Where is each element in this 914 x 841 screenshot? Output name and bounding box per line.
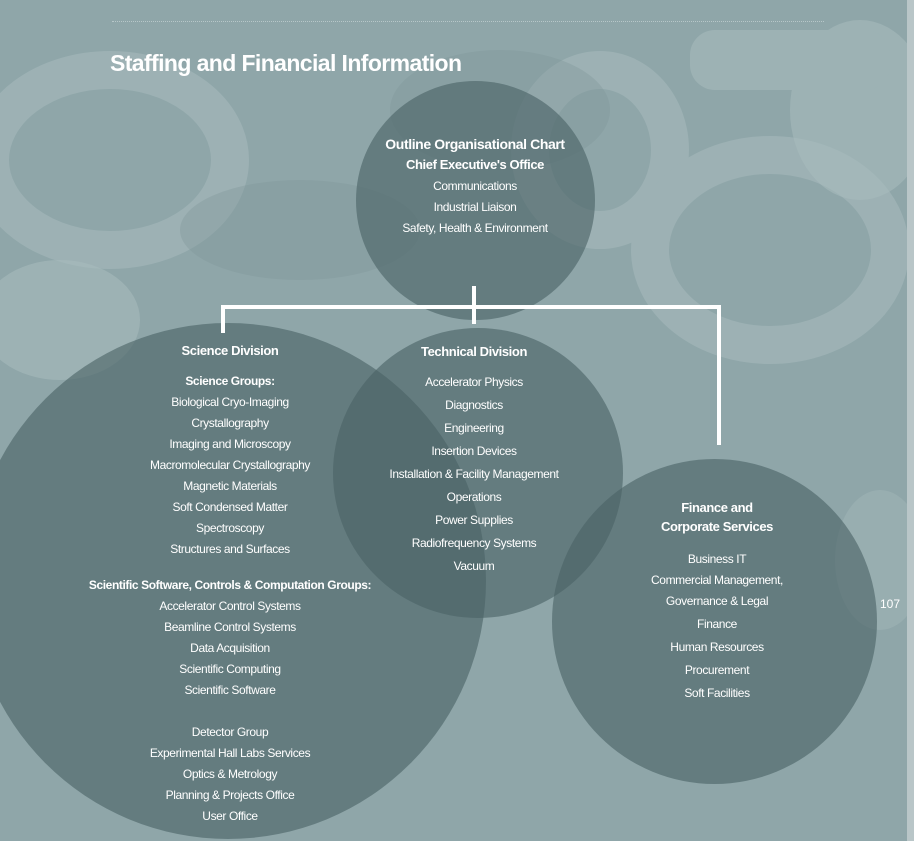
connector-horizontal — [221, 305, 721, 309]
finance-unit: Human Resources — [670, 640, 764, 654]
science-group-item: Magnetic Materials — [183, 479, 277, 493]
finance-heading-line2: Corporate Services — [660, 519, 774, 534]
technical-unit: Insertion Devices — [431, 444, 517, 458]
finance-unit: Business IT — [687, 552, 747, 566]
software-group-item: Beamline Control Systems — [164, 620, 296, 634]
technical-unit: Power Supplies — [435, 513, 513, 527]
top-dotted-rule — [112, 21, 824, 22]
science-group-item: Macromolecular Crystallography — [149, 458, 311, 472]
software-group-item: Data Acquisition — [190, 641, 270, 655]
connector-science — [221, 305, 225, 333]
science-group-item: Spectroscopy — [196, 521, 264, 535]
technical-unit: Engineering — [444, 421, 504, 435]
finance-block: Finance and Corporate Services Business … — [612, 498, 822, 705]
science-block: Science Division Science Groups: Biologi… — [60, 340, 400, 827]
technical-unit: Diagnostics — [445, 398, 503, 412]
other-group-item: Planning & Projects Office — [165, 788, 295, 802]
finance-circle — [552, 459, 877, 784]
science-group-item: Soft Condensed Matter — [172, 500, 288, 514]
technical-division-heading: Technical Division — [421, 344, 527, 359]
ceo-block: Outline Organisational Chart Chief Execu… — [360, 133, 590, 239]
ceo-unit: Industrial Liaison — [433, 200, 517, 214]
page-title: Staffing and Financial Information — [110, 50, 462, 76]
ceo-unit: Communications — [433, 179, 517, 193]
finance-unit: Governance & Legal — [665, 594, 769, 608]
technical-unit: Vacuum — [453, 559, 495, 573]
technical-block: Technical Division Accelerator Physics D… — [374, 340, 574, 578]
science-group-item: Biological Cryo-Imaging — [171, 395, 289, 409]
ceo-circle — [356, 81, 595, 320]
page-number: 107 — [880, 597, 901, 611]
finance-unit: Soft Facilities — [684, 686, 750, 700]
ceo-office-heading: Chief Executive's Office — [406, 157, 544, 172]
finance-unit: Procurement — [684, 663, 750, 677]
software-group-item: Accelerator Control Systems — [159, 599, 301, 613]
science-groups-heading: Science Groups: — [185, 374, 275, 388]
science-group-item: Structures and Surfaces — [170, 542, 290, 556]
page-edge-strip — [907, 0, 914, 841]
software-groups-heading: Scientific Software, Controls & Computat… — [88, 578, 372, 592]
science-group-item: Crystallography — [191, 416, 269, 430]
finance-unit: Commercial Management, — [651, 573, 783, 587]
science-division-heading: Science Division — [181, 343, 279, 358]
other-group-item: Experimental Hall Labs Services — [149, 746, 311, 760]
technical-unit: Accelerator Physics — [425, 375, 523, 389]
ceo-unit: Safety, Health & Environment — [402, 221, 548, 235]
chart-title: Outline Organisational Chart — [385, 136, 565, 152]
other-group-item: User Office — [202, 809, 258, 823]
software-group-item: Scientific Software — [184, 683, 276, 697]
connector-finance — [717, 305, 721, 445]
technical-unit: Operations — [446, 490, 502, 504]
finance-heading-line1: Finance and — [681, 500, 753, 515]
science-group-item: Imaging and Microscopy — [169, 437, 291, 451]
other-group-item: Optics & Metrology — [182, 767, 278, 781]
software-group-item: Scientific Computing — [179, 662, 281, 676]
technical-unit: Radiofrequency Systems — [411, 536, 537, 550]
finance-unit: Finance — [697, 617, 737, 631]
other-group-item: Detector Group — [191, 725, 269, 739]
technical-unit: Installation & Facility Management — [389, 467, 559, 481]
